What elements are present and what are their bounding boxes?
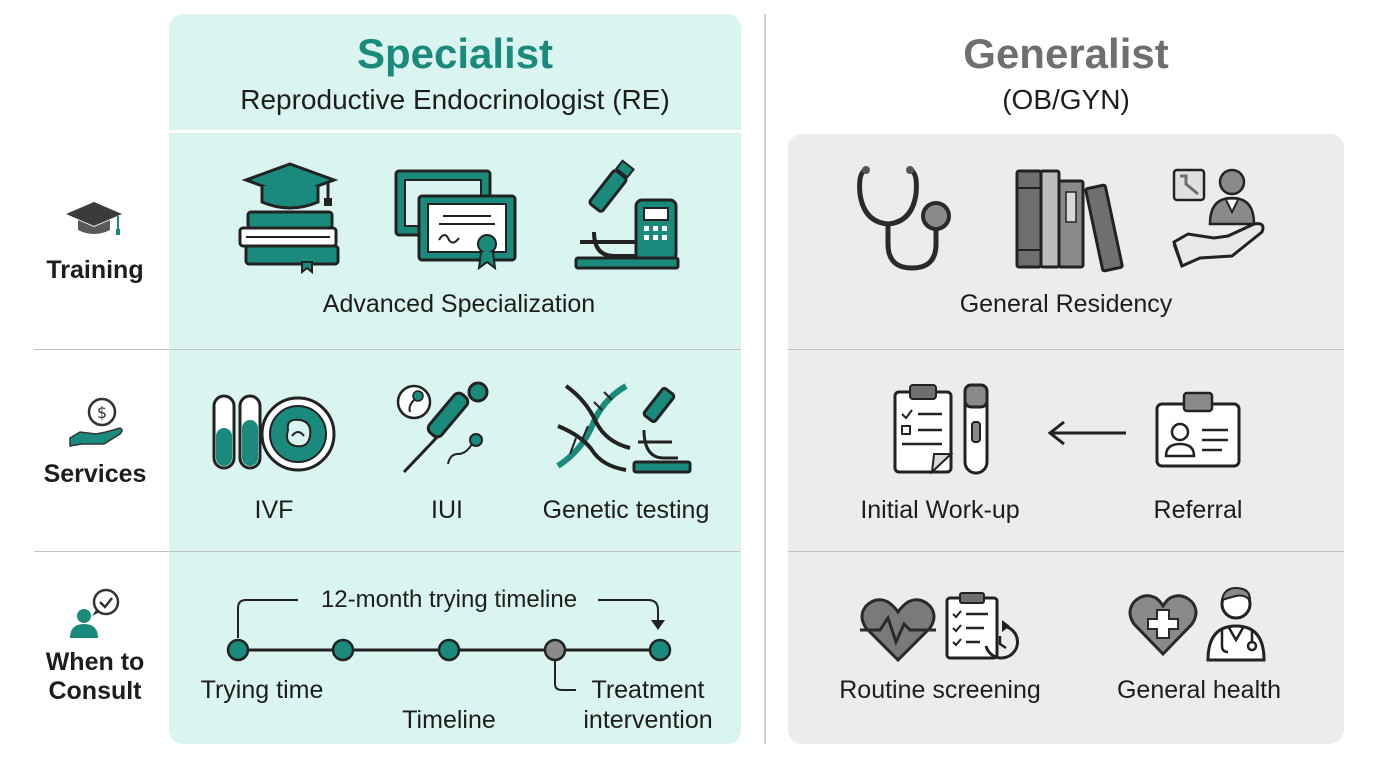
specialist-subtitle: Reproductive Endocrinologist (RE) <box>240 84 670 115</box>
certificates-icon <box>394 169 517 271</box>
money-hand-icon: $ <box>69 397 123 447</box>
timeline-label-intervention: intervention <box>583 706 713 734</box>
sample-tube-icon <box>963 383 989 475</box>
timeline-label-treatment: Treatment <box>591 676 705 704</box>
row-divider-services <box>34 551 740 552</box>
id-badge-icon <box>1155 391 1241 468</box>
column-divider <box>764 14 766 744</box>
service-ivf-label: IVF <box>254 496 294 524</box>
doctor-icon <box>1206 586 1266 662</box>
routine-screening-label: Routine screening <box>839 676 1041 704</box>
consult-chat-icon <box>70 588 120 638</box>
books-graduation-icon <box>238 162 340 275</box>
generalist-subtitle: (OB/GYN) <box>1002 84 1130 115</box>
timeline-node-3 <box>437 638 461 662</box>
doctor-care-hand-icon <box>1172 168 1265 269</box>
specialist-title: Specialist <box>356 30 554 77</box>
svg-text:$: $ <box>97 403 107 422</box>
generalist-training-label: General Residency <box>959 290 1173 318</box>
row-divider-training-gen <box>788 349 1344 350</box>
row-label-services: Services <box>43 460 147 488</box>
timeline-node-5 <box>648 638 672 662</box>
trying-timeline <box>226 599 672 691</box>
clipboard-checklist-icon <box>893 384 954 475</box>
specialist-panel <box>169 14 741 744</box>
service-iui-label: IUI <box>431 496 463 524</box>
stethoscope-icon <box>857 166 951 271</box>
timeline-title: 12-month trying timeline <box>320 586 578 613</box>
timeline-node-1 <box>226 638 250 662</box>
health-heart-cross-icon <box>1128 594 1198 657</box>
left-arrow-icon <box>1047 420 1126 446</box>
row-divider-services-gen <box>788 551 1344 552</box>
initial-workup-label: Initial Work-up <box>860 496 1020 524</box>
service-genetic-testing-label: Genetic testing <box>542 496 710 524</box>
microscope-icon <box>574 159 680 270</box>
timeline-node-2 <box>331 638 355 662</box>
pipette-sperm-icon <box>396 381 489 474</box>
row-divider-training <box>34 349 740 350</box>
specialist-training-label: Advanced Specialization <box>322 290 596 318</box>
referral-label: Referral <box>1153 496 1243 524</box>
books-icon <box>1015 169 1124 273</box>
timeline-node-4 <box>543 638 567 662</box>
specialist-header-divider <box>169 130 741 133</box>
graduation-cap-icon <box>66 202 122 235</box>
row-label-training: Training <box>46 256 144 284</box>
dna-microscope-icon <box>556 383 692 474</box>
timeline-label-trying-time: Trying time <box>200 676 324 704</box>
generalist-title: Generalist <box>963 30 1169 77</box>
heartbeat-icon <box>860 598 936 663</box>
row-label-when-to-consult: When to Consult <box>45 648 145 705</box>
timeline-label-timeline: Timeline <box>402 706 496 734</box>
test-tubes-embryo-icon <box>212 394 336 472</box>
checklist-refresh-icon <box>945 592 1019 660</box>
general-health-label: General health <box>1116 676 1281 704</box>
